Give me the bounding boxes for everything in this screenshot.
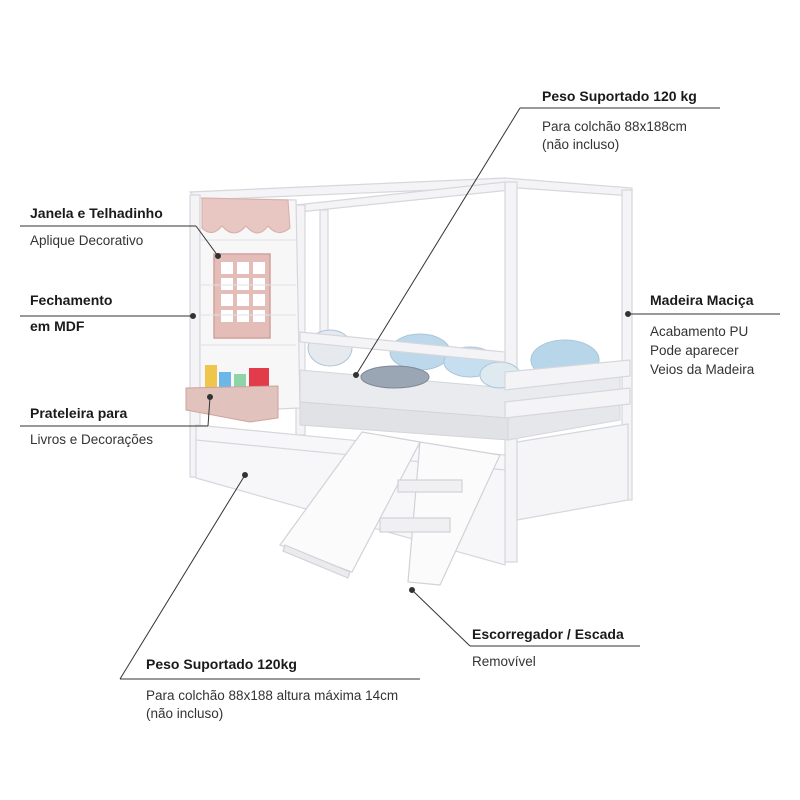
callout-closure-line-1: Fechamento [30, 292, 113, 308]
callout-solid-wood-line-1: Acabamento PU [650, 324, 749, 339]
callout-solid-wood-details: Acabamento PU Pode aparecer Veios da Mad… [650, 322, 754, 379]
callout-window-roof-title: Janela e Telhadinho [30, 205, 163, 221]
pink-window-decoration [213, 253, 271, 339]
callout-solid-wood-line-3: Veios da Madeira [650, 362, 755, 377]
callout-closure-line-2: em MDF [30, 318, 85, 334]
callout-weight-top-line-2: (não incluso) [542, 137, 620, 152]
callout-solid-wood: Madeira Maciça [650, 292, 754, 308]
callout-weight-top: Peso Suportado 120 kg [542, 88, 697, 104]
callout-solid-wood-title: Madeira Maciça [650, 292, 754, 308]
callout-window-roof-details: Aplique Decorativo [30, 232, 143, 250]
callout-shelf-details: Livros e Decorações [30, 431, 153, 449]
callout-shelf: Prateleira para [30, 405, 127, 421]
callout-slide-stairs-title: Escorregador / Escada [472, 626, 624, 642]
callout-weight-bottom-details: Para colchão 88x188 altura máxima 14cm (… [146, 687, 398, 723]
callout-weight-top-line-1: Para colchão 88x188cm [542, 119, 687, 134]
callout-weight-bottom-title: Peso Suportado 120kg [146, 656, 297, 672]
callout-slide-stairs: Escorregador / Escada [472, 626, 624, 642]
callout-shelf-title: Prateleira para [30, 405, 128, 421]
callout-slide-stairs-details: Removível [472, 653, 536, 671]
side-rails [299, 331, 506, 363]
footboard [504, 359, 631, 521]
callout-weight-top-title: Peso Suportado 120 kg [542, 88, 697, 104]
callout-weight-bottom: Peso Suportado 120kg [146, 656, 297, 672]
pink-roof-decoration [201, 197, 291, 234]
callout-shelf-line-1: Livros e Decorações [30, 432, 154, 447]
callout-solid-wood-line-2: Pode aparecer [650, 343, 739, 358]
callout-weight-bottom-line-1: Para colchão 88x188 altura máxima 14cm [146, 688, 399, 703]
callout-closure-details: em MDF [30, 318, 84, 334]
callout-slide-stairs-line-1: Removível [472, 654, 536, 669]
callout-closure: Fechamento [30, 292, 112, 308]
callout-window-roof-line-1: Aplique Decorativo [30, 233, 144, 248]
callout-weight-bottom-line-2: (não incluso) [146, 706, 224, 721]
callout-weight-top-details: Para colchão 88x188cm (não incluso) [542, 118, 687, 154]
panel-planks [200, 239, 296, 346]
callout-window-roof: Janela e Telhadinho [30, 205, 163, 221]
slide-stairs [279, 431, 501, 586]
